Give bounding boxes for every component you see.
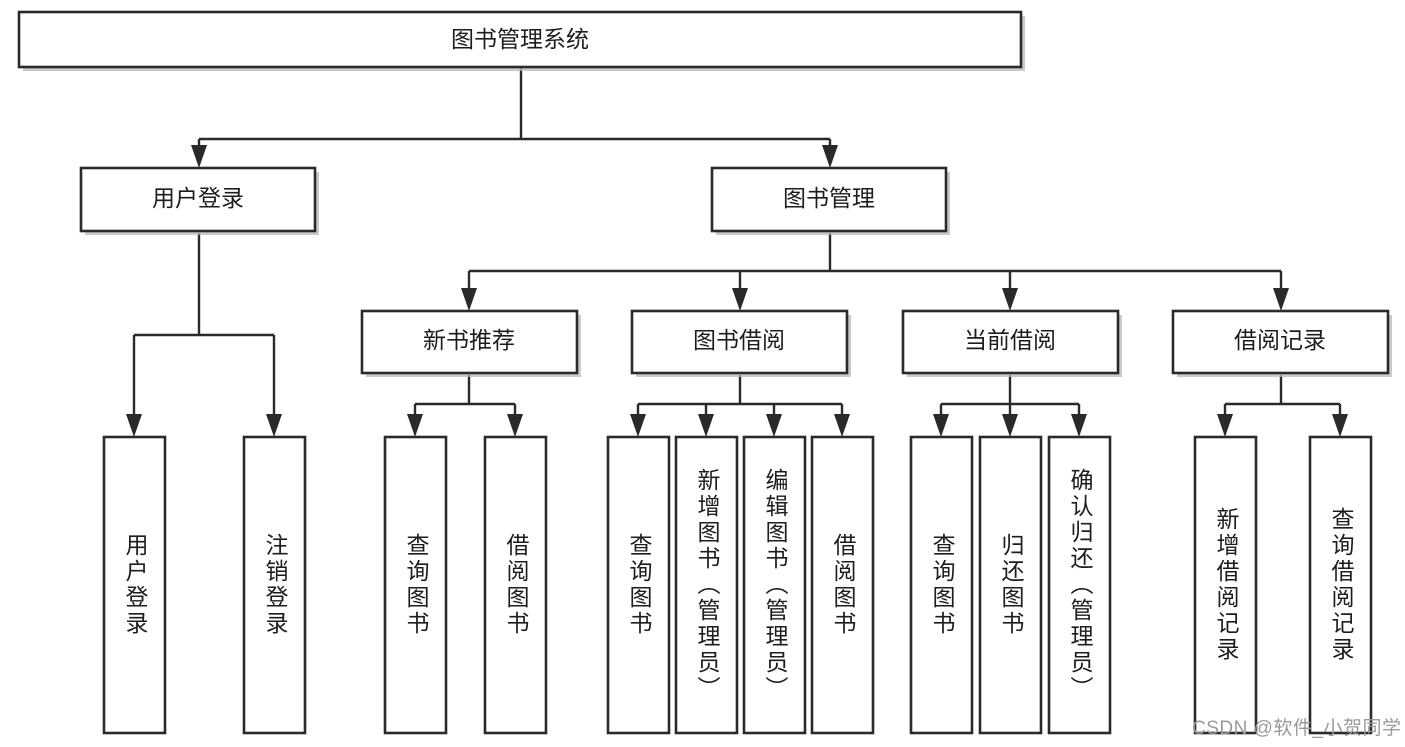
- node-user-login-box[interactable]: [79, 166, 317, 233]
- node-leaf-user-login-1-box[interactable]: [102, 435, 167, 735]
- arrowhead-leaf-current-borrow-1: [933, 414, 949, 437]
- arrowhead-leaf-borrow-record-1: [1217, 414, 1233, 437]
- arrowhead-leaf-new-book-rec-2: [507, 414, 523, 437]
- node-book-manage-box[interactable]: [710, 166, 948, 233]
- arrowhead-leaf-current-borrow-3: [1071, 414, 1087, 437]
- arrowhead-leaf-book-borrow-3: [766, 414, 782, 437]
- node-leaf-current-borrow-2-box[interactable]: [978, 435, 1043, 735]
- nodes-layer: 图书管理系统 用户登录 图书管理 新书推荐 图书借阅 当前借阅 借阅记录: [17, 10, 1392, 735]
- arrowhead-current-borrow: [1002, 288, 1018, 311]
- arrowhead-leaf-user-login-1: [126, 414, 142, 437]
- node-leaf-book-borrow-4-box[interactable]: [810, 435, 875, 735]
- arrowhead-leaf-new-book-rec-1: [407, 414, 423, 437]
- arrowhead-book-manage: [822, 145, 838, 168]
- node-new-book-rec-label: 新书推荐: [423, 327, 515, 353]
- node-leaf-borrow-record-2-box[interactable]: [1308, 435, 1373, 735]
- node-borrow-record-box[interactable]: [1171, 309, 1390, 375]
- node-leaf-book-borrow-1-box[interactable]: [606, 435, 671, 735]
- arrowhead-leaf-book-borrow-1: [630, 414, 646, 437]
- node-current-borrow-label: 当前借阅: [964, 327, 1056, 353]
- node-book-manage-label: 图书管理: [783, 185, 875, 211]
- node-book-borrow-label: 图书借阅: [693, 327, 785, 353]
- node-root-box[interactable]: [17, 10, 1023, 69]
- arrowhead-new-book-rec: [461, 288, 477, 311]
- arrowhead-leaf-current-borrow-2: [1002, 414, 1018, 437]
- edges-layer: [126, 68, 1348, 437]
- node-current-borrow-box[interactable]: [901, 309, 1120, 375]
- arrowhead-borrow-record: [1273, 288, 1289, 311]
- node-new-book-rec-box[interactable]: [360, 309, 579, 375]
- arrowhead-leaf-borrow-record-2: [1332, 414, 1348, 437]
- arrowhead-user-login: [191, 145, 207, 168]
- node-leaf-new-book-rec-1-box[interactable]: [383, 435, 448, 735]
- arrowhead-leaf-book-borrow-4: [834, 414, 850, 437]
- arrowhead-book-borrow: [732, 288, 748, 311]
- node-leaf-book-borrow-2-box[interactable]: [674, 435, 739, 735]
- csdn-watermark: CSDN @软件_小贺同学: [1192, 718, 1402, 739]
- node-user-login-label: 用户登录: [152, 185, 244, 211]
- node-leaf-user-login-2-box[interactable]: [242, 435, 307, 735]
- arrowhead-leaf-user-login-2: [266, 414, 282, 437]
- node-root-label: 图书管理系统: [451, 26, 589, 52]
- node-leaf-current-borrow-3-box[interactable]: [1047, 435, 1112, 735]
- node-leaf-current-borrow-1-box[interactable]: [909, 435, 974, 735]
- arrowhead-leaf-book-borrow-2: [698, 414, 714, 437]
- node-leaf-new-book-rec-2-box[interactable]: [483, 435, 548, 735]
- node-borrow-record-label: 借阅记录: [1234, 327, 1326, 353]
- node-book-borrow-box[interactable]: [630, 309, 849, 375]
- node-leaf-book-borrow-3-box[interactable]: [742, 435, 807, 735]
- node-leaf-borrow-record-1-box[interactable]: [1193, 435, 1258, 735]
